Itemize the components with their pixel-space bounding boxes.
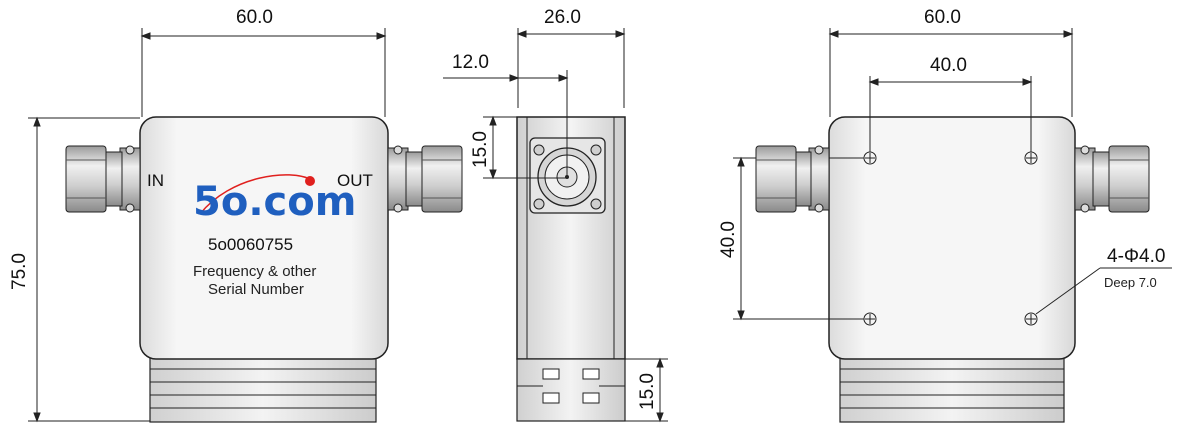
mounting-hole-bottom-left: [863, 312, 877, 326]
brand-logo: 5o.com: [193, 174, 356, 225]
front-view: IN OUT 5o.com 5o0060755 Frequency & othe…: [9, 7, 463, 423]
back-body: [828, 116, 1076, 360]
back-hole-spacing-v-value: 40.0: [718, 221, 739, 258]
side-heatsink: [516, 358, 626, 422]
mounting-hole-top-right: [1024, 151, 1038, 165]
front-width-value: 60.0: [236, 7, 273, 28]
mounting-hole-bottom-right: [1024, 312, 1038, 326]
back-view: 60.0 40.0 40.0 4-Φ4.0 Deep 7.0: [718, 7, 1172, 423]
svg-text:5o.com: 5o.com: [193, 179, 356, 225]
mounting-hole-top-left: [863, 151, 877, 165]
back-hole-spacing-v-dimension: [733, 156, 864, 321]
hole-spec-callout: 4-Φ4.0: [1107, 246, 1165, 267]
side-width-value: 26.0: [544, 7, 581, 28]
back-width-value: 60.0: [924, 7, 961, 28]
brand-domain: o.com: [221, 179, 357, 225]
side-offset-dimension: [443, 70, 569, 177]
back-heatsink-fins: [839, 355, 1065, 423]
hole-callout-leader: [1035, 267, 1172, 315]
front-width-dimension: [140, 28, 387, 117]
back-right-connector: [1074, 145, 1150, 213]
output-label: OUT: [337, 171, 373, 190]
back-hole-spacing-h-value: 40.0: [930, 55, 967, 76]
side-fin-height-dimension: [625, 357, 668, 423]
front-input-connector: [65, 145, 141, 213]
front-height-value: 75.0: [9, 253, 30, 290]
front-height-dimension: [28, 116, 150, 423]
hole-depth-callout: Deep 7.0: [1104, 275, 1157, 290]
side-connector-height-value: 15.0: [470, 131, 491, 168]
back-left-connector: [755, 145, 830, 213]
side-connector-height-dimension: [483, 115, 567, 180]
side-offset-value: 12.0: [452, 52, 489, 73]
note-frequency: Frequency & other: [193, 263, 316, 280]
serial-number: 5o0060755: [208, 235, 293, 254]
front-heatsink-fins: [149, 355, 377, 423]
note-serial: Serial Number: [208, 281, 304, 298]
brand-number: 5: [193, 179, 221, 225]
back-width-dimension: [828, 28, 1074, 117]
front-body: [139, 116, 389, 360]
back-hole-spacing-h-dimension: [868, 76, 1033, 152]
input-label: IN: [147, 171, 164, 190]
front-output-connector: [387, 145, 463, 213]
side-width-dimension: [516, 28, 626, 108]
side-fin-height-value: 15.0: [637, 373, 658, 410]
side-view: 26.0 12.0 15.0 15.0: [443, 7, 668, 423]
